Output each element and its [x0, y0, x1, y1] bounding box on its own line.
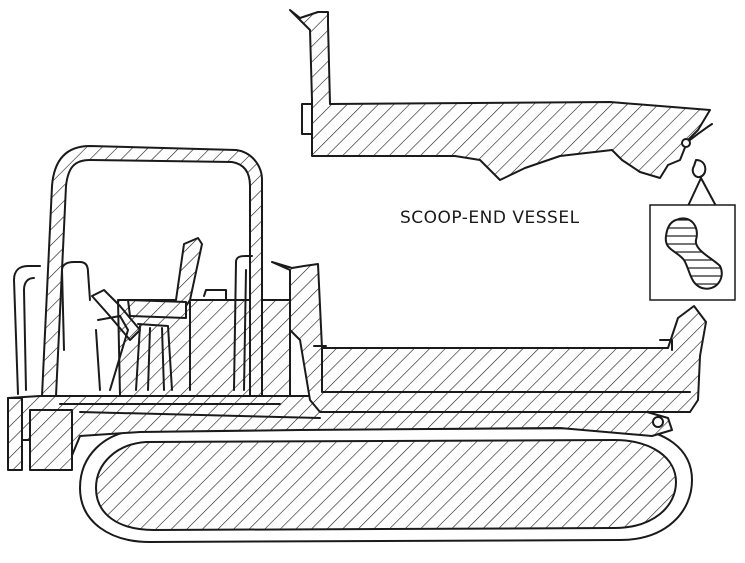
rops-frame	[41, 145, 263, 397]
body-block	[117, 299, 291, 397]
detail-box	[649, 204, 736, 301]
lowered-vessel	[271, 261, 707, 428]
rear-handles	[13, 255, 253, 395]
operator-seat	[91, 237, 203, 391]
raised-vessel	[289, 9, 713, 181]
detail-leader	[681, 138, 717, 207]
vessel-label: SCOOP-END VESSEL	[400, 208, 580, 228]
track-assembly	[79, 427, 693, 543]
